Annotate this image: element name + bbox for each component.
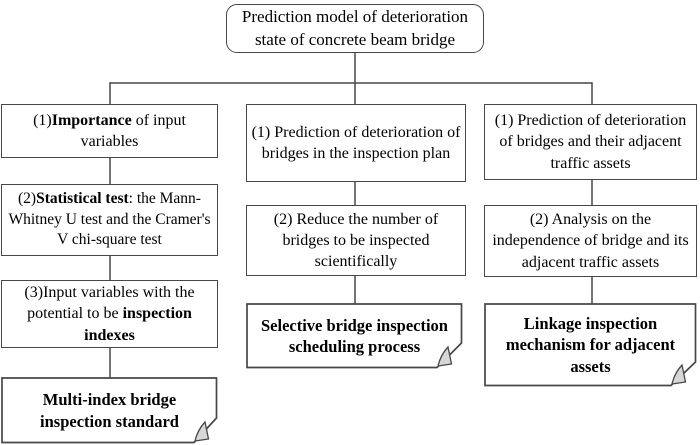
document-multi-index-bridge-inspection-standard: Multi-index bridge inspection standard <box>1 377 218 444</box>
document-label: Multi-index bridge inspection standard <box>40 390 179 431</box>
root-box-label: Prediction model of deterioration state … <box>241 7 469 49</box>
box-label: (1) Prediction of deterioration of bridg… <box>494 112 687 172</box>
box-analysis-independence-bridge-assets: (2) Analysis on the independence of brid… <box>484 205 697 277</box>
folded-corner-icon <box>1 377 218 444</box>
box-label: (1)Importance of input variables <box>33 111 186 150</box>
folded-corner-icon <box>246 303 463 369</box>
box-label: (2) Analysis on the independence of brid… <box>492 211 689 271</box>
box-prediction-deterioration-inspection-plan: (1) Prediction of deterioration of bridg… <box>246 104 466 182</box>
box-reduce-number-of-bridges: (2) Reduce the number of bridges to be i… <box>246 205 466 276</box>
box-label: (1) Prediction of deterioration of bridg… <box>251 123 461 162</box>
box-statistical-test: (2)Statistical test: the Mann-Whitney U … <box>1 184 218 256</box>
box-importance-of-input-variables: (1)Importance of input variables <box>1 104 218 158</box>
box-prediction-deterioration-adjacent-assets: (1) Prediction of deterioration of bridg… <box>484 104 697 180</box>
document-linkage-inspection-mechanism: Linkage inspection mechanism for adjacen… <box>484 303 697 387</box>
box-input-variables-inspection-indexes: (3)Input variables with the potential to… <box>1 280 218 348</box>
box-label: (2) Reduce the number of bridges to be i… <box>273 210 439 271</box>
box-label: (2)Statistical test: the Mann-Whitney U … <box>8 190 211 249</box>
folded-corner-icon <box>484 303 697 387</box>
document-selective-bridge-inspection-scheduling: Selective bridge inspection scheduling p… <box>246 303 463 369</box>
root-box: Prediction model of deterioration state … <box>226 4 484 53</box>
document-label: Linkage inspection mechanism for adjacen… <box>505 313 676 376</box>
document-label: Selective bridge inspection scheduling p… <box>261 315 448 356</box>
box-label: (3)Input variables with the potential to… <box>24 284 195 344</box>
